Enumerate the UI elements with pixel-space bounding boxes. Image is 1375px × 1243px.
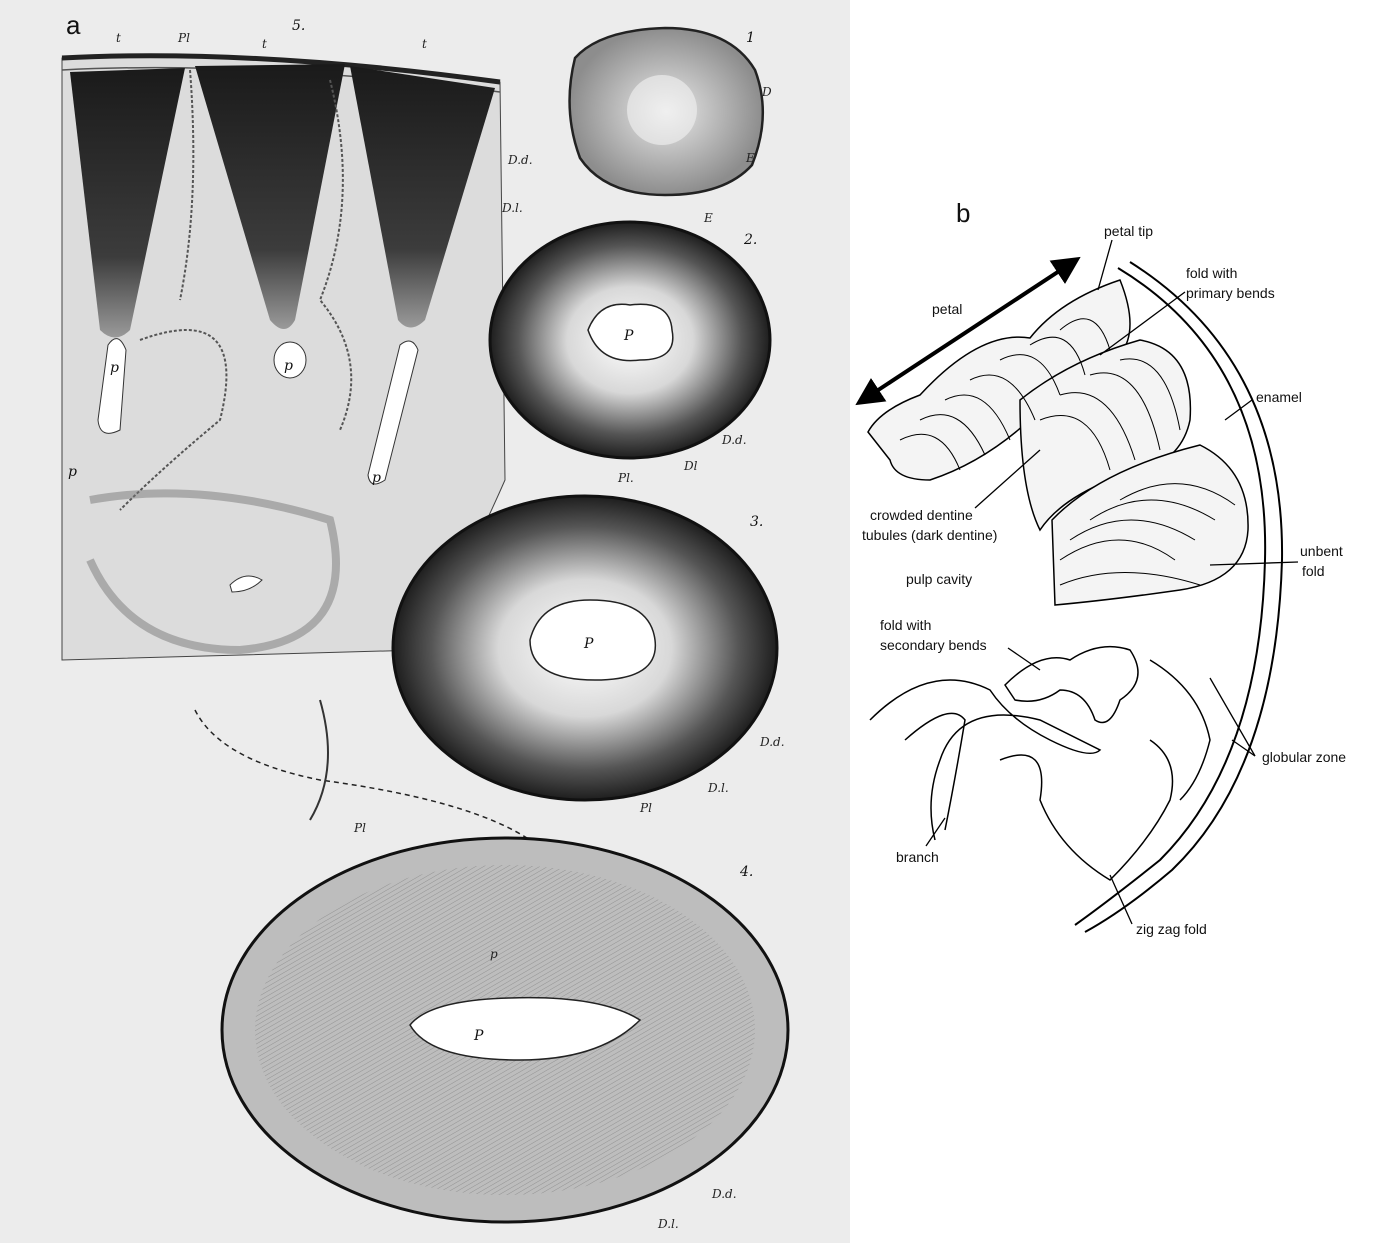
- fig2-label-p: P: [623, 328, 634, 344]
- fig1-label-d: D: [761, 85, 772, 99]
- fig2-label-dd: D.d.: [721, 433, 747, 447]
- fig5-label-dl: D.l.: [501, 201, 523, 215]
- fig1-cross-section: [570, 28, 763, 195]
- fig4-label-p-small: p: [490, 947, 498, 961]
- fig4-number: 4.: [739, 864, 753, 880]
- fig5-label-p-4: p: [372, 470, 381, 486]
- label-unbent-2: fold: [1302, 563, 1325, 579]
- fig5-number: 5.: [292, 18, 305, 34]
- fig5-label-t-3: t: [422, 37, 427, 51]
- fig3-label-dl: D.l.: [707, 781, 729, 795]
- fig4-label-dd: D.d.: [711, 1187, 737, 1201]
- fig5-label-p-2: p: [284, 358, 293, 374]
- fig4-cross-section: [222, 838, 788, 1222]
- fig2-label-pl: Pl.: [617, 471, 634, 485]
- label-zig-zag: zig zag fold: [1136, 921, 1207, 937]
- label-enamel: enamel: [1256, 389, 1302, 405]
- label-petal-tip: petal tip: [1104, 223, 1153, 239]
- secondary-bend-fold: [1005, 647, 1138, 723]
- fig3-number: 3.: [750, 514, 763, 530]
- zig-zag-fold: [1000, 740, 1173, 880]
- fig3-label-p: P: [583, 636, 594, 652]
- label-fold-primary-1: fold with: [1186, 265, 1237, 281]
- fig1-label-e: E: [745, 151, 755, 165]
- fig5-label-t-1: t: [116, 31, 121, 45]
- panel-b: b: [860, 198, 1346, 937]
- label-crowded-2: tubules (dark dentine): [862, 527, 997, 543]
- label-fold-secondary-1: fold with: [880, 617, 931, 633]
- label-unbent-1: unbent: [1300, 543, 1343, 559]
- label-globular-zone: globular zone: [1262, 749, 1346, 765]
- fig5-label-t-2: t: [262, 37, 267, 51]
- fig4-label-p: P: [473, 1028, 484, 1044]
- fig2-label-dl: Dl: [683, 459, 698, 473]
- fig3-label-pl: Pl: [639, 801, 652, 815]
- fig5-label-p-1: p: [110, 360, 119, 376]
- fig5-label-dd: D.d.: [507, 153, 533, 167]
- fig3-label-dd: D.d.: [759, 735, 785, 749]
- label-fold-secondary-2: secondary bends: [880, 637, 987, 653]
- fig4-label-dl: D.l.: [657, 1217, 679, 1231]
- panel-a: a 5. t Pl t t D.d. D.l.: [0, 0, 850, 1243]
- fig4-label-pl: Pl: [353, 821, 366, 835]
- fig2-label-e: E: [703, 211, 713, 225]
- label-crowded-1: crowded dentine: [870, 507, 973, 523]
- panel-b-letter: b: [956, 198, 970, 228]
- fig5-label-pl: Pl: [177, 31, 190, 45]
- panel-a-letter: a: [66, 10, 81, 40]
- fig5-label-p-3: p: [68, 464, 77, 480]
- label-branch: branch: [896, 849, 939, 865]
- label-petal: petal: [932, 301, 962, 317]
- label-pulp-cavity: pulp cavity: [906, 571, 972, 587]
- fig2-number: 2.: [743, 232, 757, 248]
- label-fold-primary-2: primary bends: [1186, 285, 1275, 301]
- fig1-number: 1: [746, 30, 755, 46]
- branch-fold: [870, 680, 1100, 840]
